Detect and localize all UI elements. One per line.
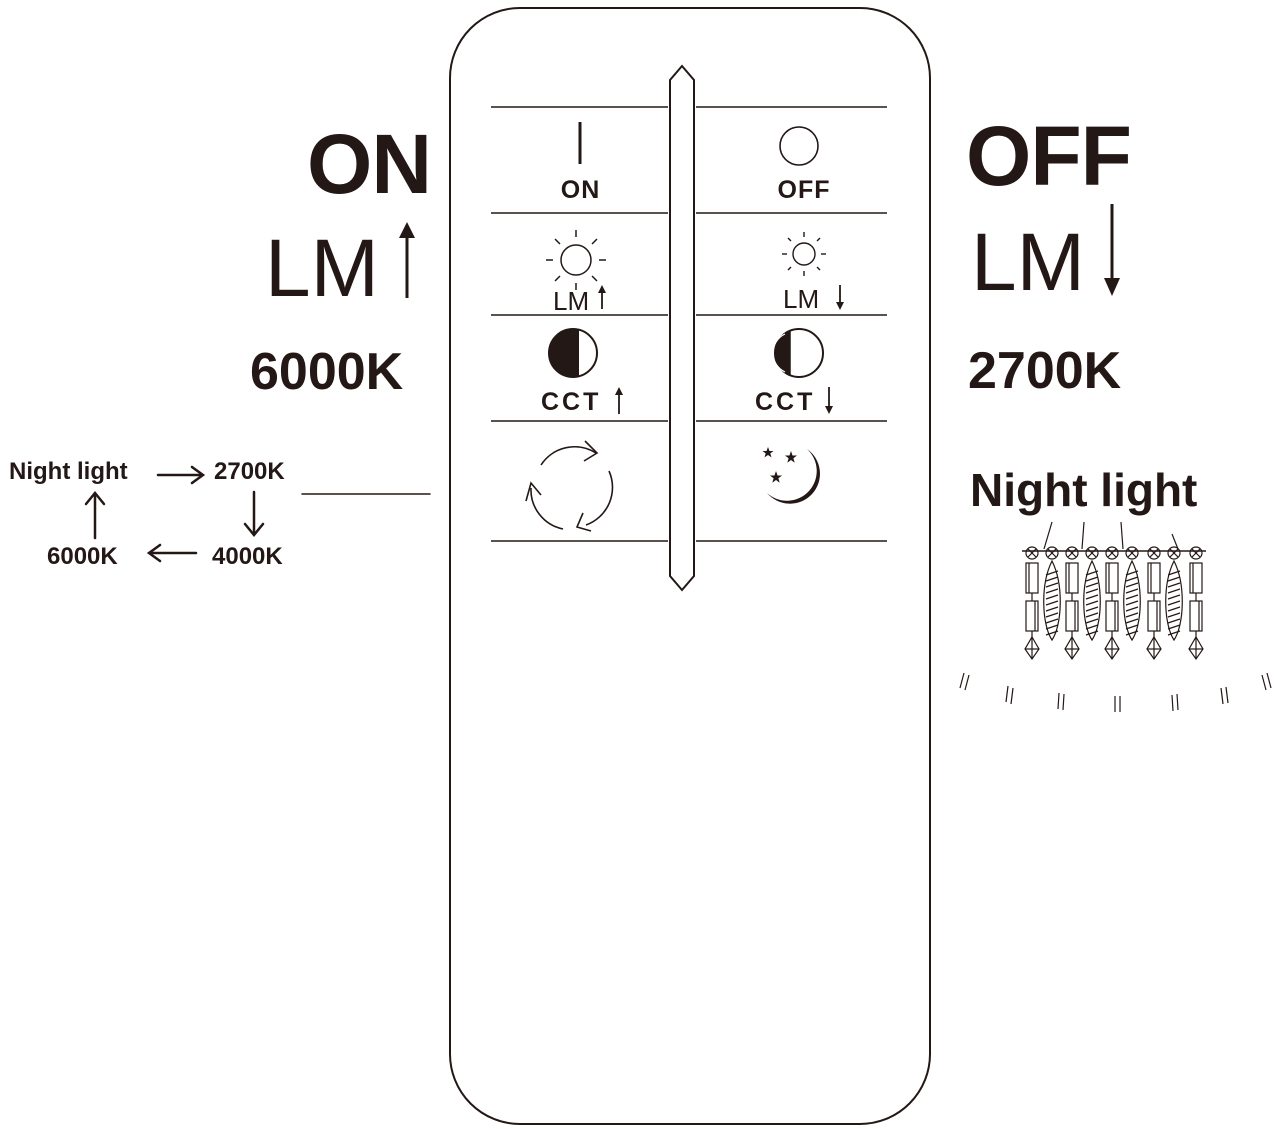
remote-control-body <box>449 7 931 1125</box>
cycle-4000k: 4000K <box>212 543 283 570</box>
feather <box>1043 559 1061 642</box>
off-button[interactable]: OFF <box>697 108 907 208</box>
arrow-up-icon <box>598 285 606 309</box>
crystal-prism <box>1105 562 1119 594</box>
crystal-bead <box>1105 546 1119 560</box>
cycle-2700k: 2700K <box>214 458 285 485</box>
power-off-icon <box>779 126 819 166</box>
arrow-down-icon <box>836 285 844 310</box>
half-circle-filled-icon <box>548 328 598 378</box>
lm-up-button-label: LM <box>553 286 590 316</box>
on-button-label: ON <box>560 176 601 204</box>
cct-up-button-label: CCT <box>541 388 602 416</box>
crystal-bead <box>1045 546 1059 560</box>
arrow-down-icon <box>1104 204 1120 296</box>
crystal-prism <box>1065 562 1079 594</box>
night-button[interactable] <box>697 421 907 537</box>
crystal-bead <box>1065 546 1079 560</box>
cct-down-button[interactable]: CCT <box>697 315 907 417</box>
crystal-bead <box>1085 546 1099 560</box>
lm-down-button-label: LM <box>783 284 820 314</box>
arrow-down-icon <box>825 387 833 414</box>
feather <box>1083 559 1101 642</box>
off-button-label: OFF <box>777 176 831 204</box>
cycle-button[interactable] <box>493 421 668 537</box>
sun-small-icon <box>782 232 826 276</box>
power-on-icon <box>578 122 582 164</box>
crystal-prism <box>1147 562 1161 594</box>
on-button[interactable]: ON <box>493 108 668 208</box>
arrow-up-icon <box>615 387 623 414</box>
center-slot <box>669 64 695 592</box>
half-circle-outline-icon <box>772 328 824 378</box>
cct-up-button[interactable]: CCT <box>493 315 668 417</box>
crystal-bead <box>1147 546 1161 560</box>
cycle-night-light: Night light <box>9 458 128 485</box>
lm-up-button[interactable]: LM <box>493 213 668 316</box>
cct-6000k-heading: 6000K <box>250 343 404 401</box>
cycle-6000k: 6000K <box>47 543 118 570</box>
chandelier-illustration <box>959 521 1272 712</box>
sun-icon <box>546 230 606 290</box>
cycle-arrows-diagram <box>84 465 431 563</box>
crystal-bead <box>1125 546 1139 560</box>
on-heading: ON <box>307 117 432 211</box>
crystal-prism <box>1189 562 1203 594</box>
lm-up-heading: LM <box>265 223 379 314</box>
off-heading: OFF <box>966 109 1132 203</box>
lm-down-button[interactable]: LM <box>697 213 907 314</box>
feather <box>1165 559 1183 642</box>
cct-down-button-label: CCT <box>755 388 816 416</box>
crystal-bead <box>1025 546 1039 560</box>
crystal-prism <box>1025 562 1039 594</box>
crystal-bead <box>1189 546 1203 560</box>
cycle-arrows-icon <box>525 440 614 532</box>
arrow-up-icon <box>399 222 415 298</box>
lm-down-heading: LM <box>971 217 1085 308</box>
feather <box>1123 559 1141 642</box>
moon-stars-icon <box>762 447 820 504</box>
night-light-heading: Night light <box>970 464 1198 516</box>
crystal-bead <box>1167 546 1181 560</box>
cct-2700k-heading: 2700K <box>968 342 1122 400</box>
